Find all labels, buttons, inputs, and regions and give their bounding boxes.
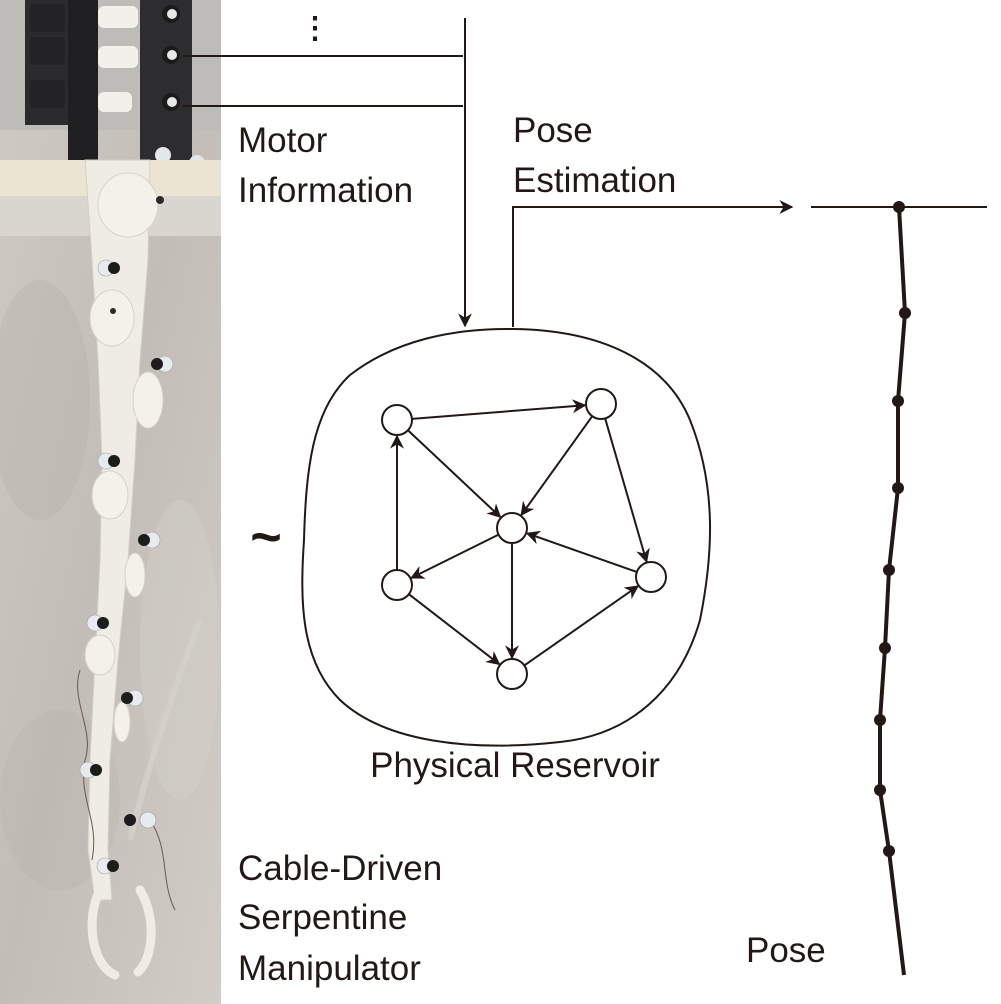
pose-estimation-arrow bbox=[512, 200, 794, 327]
graph-node-upper-right bbox=[585, 388, 617, 420]
pose-segments bbox=[878, 206, 907, 976]
graph-edge-n1-to-n2 bbox=[411, 399, 587, 420]
graph-node-center bbox=[496, 512, 528, 544]
pose-joint-8 bbox=[874, 784, 886, 796]
graph-edge-n3-to-n4 bbox=[410, 533, 500, 579]
graph-node-bottom bbox=[496, 658, 528, 690]
reservoir-edges bbox=[390, 399, 650, 667]
motor-information-label: Motor Information bbox=[238, 121, 413, 210]
graph-edge-n2-to-n3 bbox=[520, 415, 594, 517]
manipulator-photo bbox=[0, 0, 221, 1004]
pose-joint-3 bbox=[892, 395, 904, 407]
graph-edge-n1-to-n3 bbox=[407, 429, 502, 519]
marker-mounts bbox=[90, 262, 163, 872]
motor-rack bbox=[0, 0, 221, 236]
graph-node-right bbox=[635, 561, 667, 593]
pose-estimation-label: Pose Estimation bbox=[513, 111, 676, 200]
pose-joint-5 bbox=[883, 564, 895, 576]
graph-edge-n5-to-n3 bbox=[525, 530, 638, 573]
reservoir-nodes bbox=[381, 388, 667, 690]
graph-edge-n2-to-n5 bbox=[604, 418, 650, 563]
graph-node-upper-left bbox=[381, 404, 413, 436]
motor-signal-lines bbox=[183, 18, 472, 328]
graph-node-lower-left bbox=[381, 569, 413, 601]
approximation-symbol: ~ bbox=[250, 507, 282, 567]
pose-joint-7 bbox=[874, 714, 886, 726]
graph-edge-n6-to-n5 bbox=[523, 585, 640, 667]
pose-chain bbox=[874, 201, 911, 976]
manipulator-label: Cable-Driven Serpentine Manipulator bbox=[238, 849, 452, 988]
serpentine-manipulator bbox=[77, 159, 176, 980]
pose-joint-9 bbox=[883, 845, 895, 857]
ellipsis-marker: ⋮ bbox=[300, 12, 330, 45]
pose-joint-2 bbox=[899, 307, 911, 319]
graph-edge-n4-to-n6 bbox=[408, 593, 501, 666]
pose-joint-6 bbox=[879, 642, 891, 654]
physical-reservoir-boundary bbox=[301, 327, 712, 747]
pose-joint-1 bbox=[893, 201, 905, 213]
pose-joint-4 bbox=[892, 482, 904, 494]
backdrop-texture bbox=[0, 280, 220, 890]
pose-label: Pose bbox=[746, 931, 826, 970]
physical-reservoir-label: Physical Reservoir bbox=[370, 746, 660, 785]
